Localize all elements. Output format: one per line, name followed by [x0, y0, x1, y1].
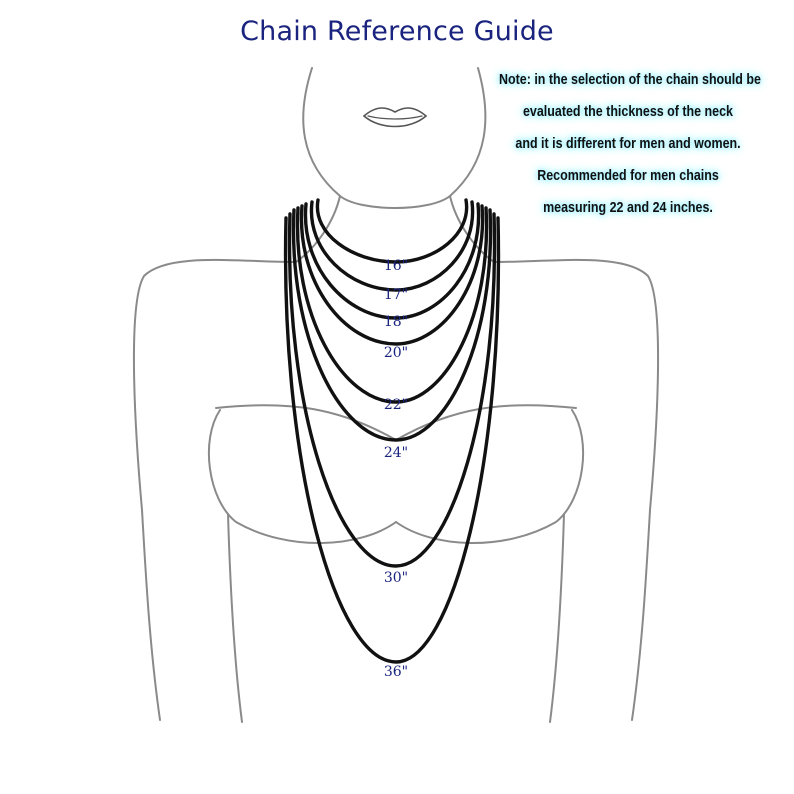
arm-left-inner-outline — [227, 513, 243, 723]
head-left-outline — [302, 67, 341, 197]
chain-18-line — [303, 202, 481, 320]
note-text-block: Note: in the selection of the chain shou… — [499, 66, 761, 226]
chain-length-label: 18" — [384, 314, 408, 330]
neck-left-outline — [295, 195, 341, 263]
chain-length-label: 22" — [384, 397, 408, 413]
note-line: measuring 22 and 24 inches. — [543, 200, 713, 216]
chain-24-line — [291, 208, 493, 442]
chain-length-label: 30" — [384, 570, 408, 586]
chain-length-label: 36" — [384, 664, 408, 680]
lips-center — [367, 115, 423, 120]
chain-36-line — [283, 216, 501, 664]
arm-right-inner-outline — [549, 513, 565, 723]
note-line: and it is different for men and women. — [515, 136, 741, 152]
bust-left-outline — [208, 409, 397, 544]
note-line: Recommended for men chains — [537, 168, 719, 184]
jaw-outline — [339, 195, 451, 209]
lips-upper — [363, 107, 427, 117]
chain-30-line — [287, 212, 497, 568]
note-line: Note: in the selection of the chain shou… — [499, 72, 761, 88]
chain-length-label: 17" — [384, 287, 408, 303]
head-right-outline — [449, 67, 487, 197]
chain-16-line — [315, 198, 469, 264]
page-title: Chain Reference Guide — [240, 16, 554, 47]
chain-lines — [283, 198, 501, 664]
lips-lower — [363, 115, 427, 128]
chain-22-line — [295, 206, 489, 404]
shoulder-left-outline — [132, 258, 297, 721]
chain-length-labels: 16" 17" 18" 20" 22" 24" 30" 36" — [384, 258, 408, 680]
chain-length-label: 16" — [384, 258, 408, 274]
shoulder-right-outline — [493, 258, 660, 721]
chain-length-label: 20" — [384, 345, 408, 361]
chain-17-line — [309, 200, 475, 292]
chain-length-label: 24" — [384, 445, 408, 461]
note-line: evaluated the thickness of the neck — [522, 104, 733, 120]
chain-20-line — [299, 204, 485, 346]
